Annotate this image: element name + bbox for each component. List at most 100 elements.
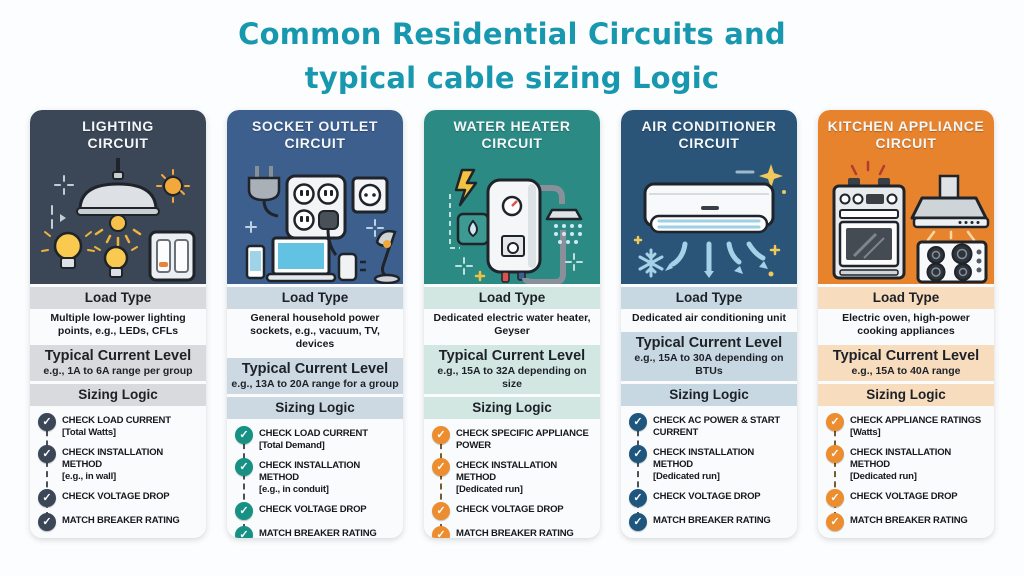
- sizing-checklist: ✓ CHECK SPECIFIC APPLIANCE POWER ✓ CHECK…: [424, 419, 600, 538]
- sizing-checklist: ✓ CHECK LOAD CURRENT[Total Watts] ✓ CHEC…: [30, 406, 206, 538]
- card-water-heater-circuit: WATER HEATER CIRCUIT: [424, 110, 600, 538]
- card-header: KITCHEN APPLIANCE CIRCUIT: [818, 110, 994, 284]
- card-title: SOCKET OUTLET CIRCUIT: [251, 118, 379, 151]
- check-step: ✓ MATCH BREAKER RATING: [38, 513, 202, 531]
- card-air-conditioner-circuit: AIR CONDITIONER CIRCUIT: [621, 110, 797, 538]
- load-type-header: Load Type: [621, 287, 797, 309]
- check-step: ✓ CHECK LOAD CURRENT[Total Watts]: [38, 413, 202, 439]
- step-connector-line: [834, 420, 836, 518]
- step-connector-line: [243, 433, 245, 530]
- check-step: ✓ CHECK VOLTAGE DROP: [432, 502, 596, 520]
- check-icon: ✓: [629, 513, 647, 531]
- check-step: ✓ CHECK INSTALLATION METHOD[Dedicated ru…: [629, 445, 793, 483]
- page-title: Common Residential Circuits and typical …: [0, 0, 1024, 100]
- load-type-description: Multiple low-power lighting points, e.g.…: [50, 312, 186, 337]
- current-level-banner: Typical Current Level e.g., 13A to 20A r…: [227, 358, 403, 394]
- check-step: ✓ CHECK VOLTAGE DROP: [38, 489, 202, 507]
- sizing-logic-header: Sizing Logic: [30, 384, 206, 406]
- card-header: LIGHTING CIRCUIT: [30, 110, 206, 284]
- sizing-logic-header: Sizing Logic: [227, 397, 403, 419]
- card-lighting-circuit: LIGHTING CIRCUIT: [30, 110, 206, 538]
- current-level-banner: Typical Current Level e.g., 1A to 6A ran…: [30, 345, 206, 381]
- load-type-header: Load Type: [30, 287, 206, 309]
- card-title: AIR CONDITIONER CIRCUIT: [641, 118, 777, 151]
- check-icon: ✓: [38, 489, 56, 507]
- card-header: WATER HEATER CIRCUIT: [424, 110, 600, 284]
- check-icon: ✓: [432, 526, 450, 538]
- water-heater-illustration: [449, 168, 583, 284]
- check-step: ✓ MATCH BREAKER RATING: [826, 513, 990, 531]
- load-type-description: Electric oven, high-power cooking applia…: [842, 312, 970, 337]
- check-icon: ✓: [826, 513, 844, 531]
- current-level-header: Typical Current Level: [438, 348, 586, 364]
- load-type-description: Dedicated electric water heater, Geyser: [433, 312, 591, 337]
- card-kitchen-appliance-circuit: KITCHEN APPLIANCE CIRCUIT: [818, 110, 994, 538]
- check-icon: ✓: [432, 502, 450, 520]
- check-icon: ✓: [235, 426, 253, 444]
- card-header: SOCKET OUTLET CIRCUIT: [227, 110, 403, 284]
- check-icon: ✓: [432, 426, 450, 444]
- check-icon: ✓: [826, 413, 844, 431]
- check-step: ✓ CHECK LOAD CURRENT[Total Demand]: [235, 426, 399, 452]
- check-step: ✓ CHECK VOLTAGE DROP: [235, 502, 399, 520]
- current-level-value: e.g., 13A to 20A range for a group: [231, 378, 399, 390]
- lighting-illustration: [41, 158, 196, 282]
- sizing-logic-header: Sizing Logic: [424, 397, 600, 419]
- page-title-line2: typical cable sizing Logic: [304, 61, 720, 95]
- load-type-header: Load Type: [227, 287, 403, 309]
- load-type-description: Dedicated air conditioning unit: [631, 312, 786, 324]
- check-step: ✓ MATCH BREAKER RATING: [432, 526, 596, 538]
- check-step: ✓ CHECK INSTALLATION METHOD[e.g., in wal…: [38, 445, 202, 483]
- check-icon: ✓: [826, 489, 844, 507]
- check-step: ✓ CHECK SPECIFIC APPLIANCE POWER: [432, 426, 596, 452]
- current-level-value: e.g., 15A to 32A depending on size: [437, 365, 587, 390]
- check-icon: ✓: [38, 513, 56, 531]
- card-socket-outlet-circuit: SOCKET OUTLET CIRCUIT: [227, 110, 403, 538]
- check-icon: ✓: [629, 445, 647, 463]
- circuit-cards-row: LIGHTING CIRCUIT: [0, 100, 1024, 538]
- current-level-header: Typical Current Level: [241, 361, 389, 377]
- check-step: ✓ CHECK INSTALLATION METHOD[e.g., in con…: [235, 458, 399, 496]
- current-level-header: Typical Current Level: [635, 335, 783, 351]
- current-level-value: e.g., 15A to 40A range: [851, 365, 961, 377]
- sizing-checklist: ✓ CHECK LOAD CURRENT[Total Demand] ✓ CHE…: [227, 419, 403, 538]
- sizing-checklist: ✓ CHECK AC POWER & START CURRENT ✓ CHECK…: [621, 406, 797, 538]
- check-icon: ✓: [38, 445, 56, 463]
- card-title: WATER HEATER CIRCUIT: [453, 118, 571, 151]
- sizing-logic-header: Sizing Logic: [621, 384, 797, 406]
- page-title-line1: Common Residential Circuits and: [238, 17, 786, 51]
- current-level-banner: Typical Current Level e.g., 15A to 32A d…: [424, 345, 600, 394]
- check-step: ✓ MATCH BREAKER RATING: [235, 526, 399, 538]
- kitchen-appliance-illustration: [832, 160, 990, 284]
- check-icon: ✓: [629, 413, 647, 431]
- check-step: ✓ CHECK VOLTAGE DROP: [629, 489, 793, 507]
- current-level-value: e.g., 1A to 6A range per group: [43, 365, 193, 377]
- check-icon: ✓: [235, 458, 253, 476]
- check-icon: ✓: [432, 458, 450, 476]
- card-header: AIR CONDITIONER CIRCUIT: [621, 110, 797, 284]
- check-icon: ✓: [629, 489, 647, 507]
- load-type-header: Load Type: [424, 287, 600, 309]
- current-level-value: e.g., 15A to 30A depending on BTUs: [634, 352, 784, 377]
- check-step: ✓ CHECK VOLTAGE DROP: [826, 489, 990, 507]
- sizing-checklist: ✓ CHECK APPLIANCE RATINGS[Watts] ✓ CHECK…: [818, 406, 994, 538]
- load-type-description: General household power sockets, e.g., v…: [250, 312, 380, 350]
- current-level-header: Typical Current Level: [832, 348, 980, 364]
- air-conditioner-illustration: [633, 164, 786, 278]
- check-icon: ✓: [38, 413, 56, 431]
- card-title: LIGHTING CIRCUIT: [82, 118, 154, 151]
- current-level-banner: Typical Current Level e.g., 15A to 40A r…: [818, 345, 994, 381]
- current-level-header: Typical Current Level: [44, 348, 192, 364]
- sizing-logic-header: Sizing Logic: [818, 384, 994, 406]
- check-step: ✓ MATCH BREAKER RATING: [629, 513, 793, 531]
- check-step: ✓ CHECK APPLIANCE RATINGS[Watts]: [826, 413, 990, 439]
- check-icon: ✓: [826, 445, 844, 463]
- check-icon: ✓: [235, 502, 253, 520]
- socket-outlet-illustration: [245, 166, 401, 284]
- check-icon: ✓: [235, 526, 253, 538]
- check-step: ✓ CHECK INSTALLATION METHOD[Dedicated ru…: [432, 458, 596, 496]
- card-title: KITCHEN APPLIANCE CIRCUIT: [827, 118, 985, 151]
- load-type-header: Load Type: [818, 287, 994, 309]
- check-step: ✓ CHECK AC POWER & START CURRENT: [629, 413, 793, 439]
- step-connector-line: [46, 420, 48, 518]
